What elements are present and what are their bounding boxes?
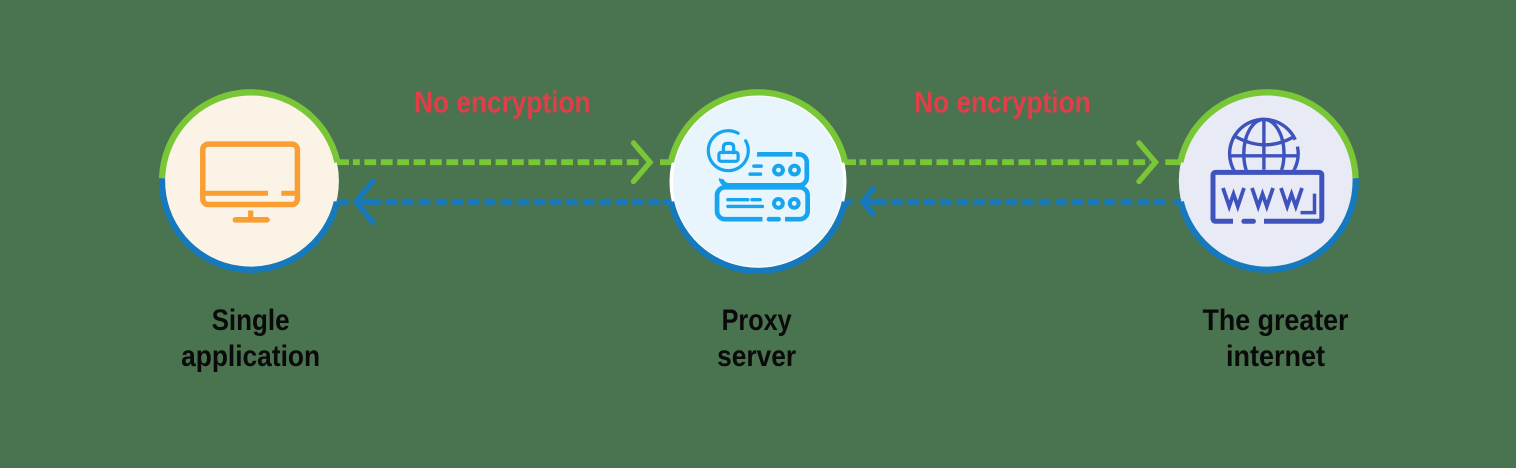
svg-text:server: server [717,340,796,373]
svg-text:No encryption: No encryption [414,85,591,120]
svg-text:Proxy: Proxy [722,304,792,337]
svg-text:The greater: The greater [1203,304,1349,337]
svg-text:internet: internet [1226,340,1325,373]
svg-text:No encryption: No encryption [914,85,1091,120]
svg-text:Single: Single [212,304,290,337]
svg-text:application: application [181,340,320,373]
